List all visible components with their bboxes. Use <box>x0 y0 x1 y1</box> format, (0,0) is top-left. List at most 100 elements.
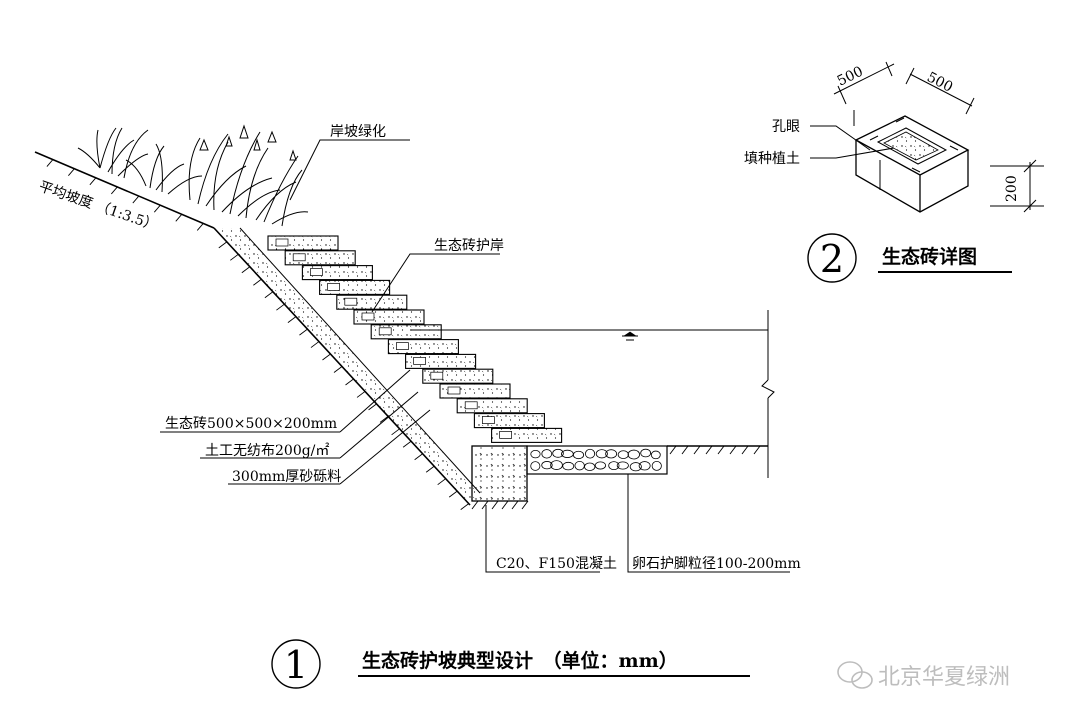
bank-vegetation <box>77 124 309 227</box>
main-number-badge: 1 <box>271 639 321 689</box>
hatch-tick <box>253 278 262 286</box>
pebble <box>651 460 662 471</box>
hatch-tick <box>241 266 251 274</box>
detail-title: 生态砖详图 <box>882 245 977 268</box>
brick-hole <box>430 371 444 380</box>
brick-hole <box>327 283 340 291</box>
hatch-tick <box>471 500 479 510</box>
hatch-tick <box>356 391 366 398</box>
concrete-footing <box>471 445 528 502</box>
brick-hole <box>310 268 323 276</box>
hatch-tick <box>218 241 228 249</box>
pebble <box>594 461 606 470</box>
hatch-tick <box>310 341 320 348</box>
pebble <box>541 449 553 459</box>
brick-hole <box>378 327 392 336</box>
fill-soil-label: 填种植土 <box>744 151 800 167</box>
pebble <box>585 448 596 459</box>
concrete-label: C20、F150混凝土 <box>496 556 617 572</box>
pebble <box>629 462 642 472</box>
hatch-tick <box>46 159 54 167</box>
brick-hole <box>464 401 478 410</box>
pebble <box>638 461 651 471</box>
hatch-tick <box>460 503 469 510</box>
hatch-tick <box>402 440 412 448</box>
greening-label: 岸坡绿化 <box>330 124 386 140</box>
hatch-tick <box>132 195 140 204</box>
pebble <box>640 448 652 458</box>
gravel-layer <box>214 227 481 505</box>
hatch-tick <box>153 204 161 213</box>
brick-hole <box>275 238 289 247</box>
dim-width-2: 500 <box>924 69 955 95</box>
hatch-tick <box>693 445 701 455</box>
eco-brick-detail <box>854 115 970 213</box>
brick-hole <box>361 312 375 321</box>
watermark-text: 北京华夏绿洲 <box>878 664 1010 689</box>
avg-slope-label: 平均坡度 （1:3.5） <box>37 179 160 235</box>
pebble <box>572 450 585 460</box>
river-section <box>410 310 775 510</box>
hatch-tick <box>753 445 761 455</box>
brick-hole <box>413 357 426 365</box>
hatch-tick <box>448 490 458 498</box>
brick-hole <box>499 431 512 439</box>
pebble <box>608 461 620 471</box>
pebble <box>550 460 563 470</box>
pebble <box>562 461 575 471</box>
hatch-tick <box>175 214 183 222</box>
pebble-toe <box>526 445 668 475</box>
hatch-tick <box>322 353 331 361</box>
eco-brick-bank-label: 生态砖护岸 <box>434 238 504 254</box>
pebble <box>616 461 629 470</box>
hatch-tick <box>264 291 274 299</box>
hatch-tick <box>89 177 97 186</box>
hatch-tick <box>196 223 204 231</box>
wechat-logo-icon <box>837 661 873 689</box>
main-number: 1 <box>284 643 308 687</box>
pebble <box>617 450 629 460</box>
pebble <box>574 460 585 471</box>
pebble <box>530 449 541 459</box>
main-title: 生态砖护坡典型设计 （单位：mm） <box>362 649 678 672</box>
hatch-tick <box>741 445 749 455</box>
hatch-tick <box>345 378 354 386</box>
hatch-tick <box>110 186 118 195</box>
brick-spec-label: 生态砖500×500×200mm <box>165 416 337 432</box>
hatch-tick <box>379 415 389 423</box>
pebble-label: 卵石护脚粒径100-200mm <box>632 556 801 572</box>
annotation-leaders <box>160 139 790 573</box>
detail-dimensions <box>810 61 1044 213</box>
gravel-label: 300mm厚砂砾料 <box>232 469 341 485</box>
brick-hole <box>482 416 495 424</box>
wechat-watermark: 北京华夏绿洲 <box>837 661 1010 689</box>
hatch-tick <box>437 478 446 486</box>
hatch-tick <box>521 500 529 510</box>
hatch-tick <box>425 465 435 473</box>
dim-height: 200 <box>1004 175 1020 202</box>
hatch-tick <box>230 253 239 261</box>
hole-label: 孔眼 <box>772 119 800 135</box>
pebble <box>650 450 661 460</box>
detail-number: 2 <box>820 237 844 281</box>
hatch-tick <box>287 316 297 324</box>
hatch-tick <box>501 500 509 510</box>
pebble <box>605 449 618 459</box>
hatch-tick <box>391 428 400 436</box>
hatch-tick <box>491 500 499 510</box>
geotextile-label: 土工无纺布200g/㎡ <box>205 443 329 459</box>
pebble <box>627 449 640 460</box>
hatch-tick <box>333 366 343 373</box>
brick-hole <box>447 386 461 395</box>
brick-hole <box>396 342 409 350</box>
hatch-tick <box>368 403 377 411</box>
hatch-tick <box>68 168 75 177</box>
hatch-tick <box>717 445 725 455</box>
detail-number-badge: 2 <box>807 233 857 283</box>
pebble <box>552 448 564 458</box>
hatch-tick <box>705 445 713 455</box>
hatch-tick <box>681 445 689 455</box>
hatch-tick <box>729 445 737 455</box>
pebble <box>595 449 608 459</box>
